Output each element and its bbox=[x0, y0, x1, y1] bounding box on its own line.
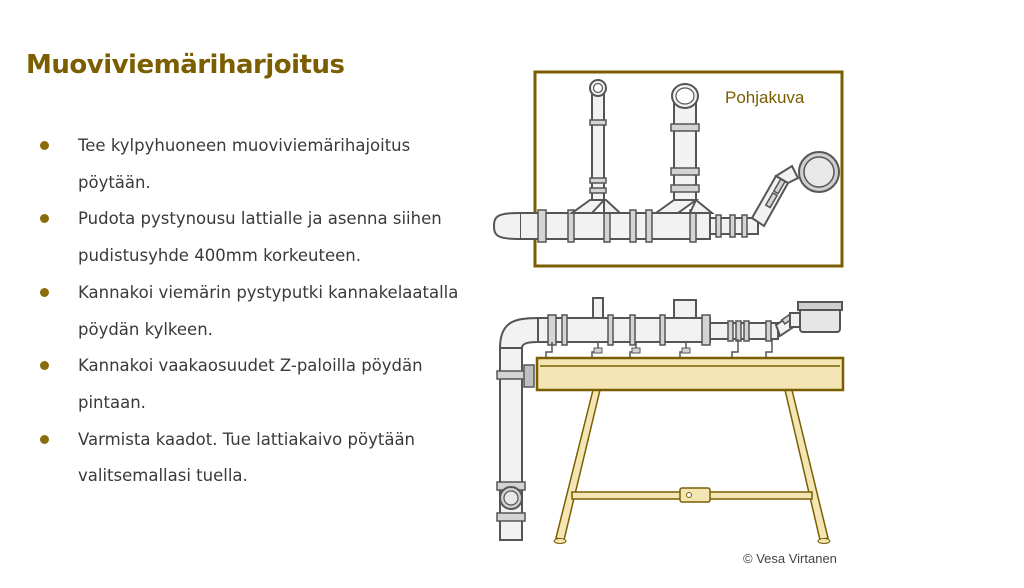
plan-left-elbow bbox=[492, 212, 521, 240]
table-foot bbox=[817, 538, 831, 544]
plan-coupling bbox=[589, 187, 607, 194]
stretcher-bolt bbox=[686, 492, 692, 498]
stretcher-bracket bbox=[679, 487, 711, 503]
bullet-dot-icon bbox=[40, 141, 49, 150]
plan-left-riser-opening bbox=[592, 82, 604, 94]
plan-right-branch-gusset bbox=[688, 198, 715, 214]
pipe-coupling bbox=[629, 314, 636, 346]
plan-coupling bbox=[764, 191, 779, 209]
pipe-coupling bbox=[743, 320, 750, 342]
bullet-dot-icon bbox=[40, 214, 49, 224]
wall-clamp bbox=[523, 364, 535, 388]
plan-coupling bbox=[603, 209, 611, 243]
table-leg-right bbox=[784, 389, 829, 541]
plan-coupling bbox=[589, 119, 607, 126]
slide-title: Muoviviemäriharjoitus bbox=[26, 50, 345, 80]
plan-left-branch bbox=[568, 199, 607, 214]
plan-right-branch bbox=[652, 199, 700, 214]
bullet-dot-icon bbox=[40, 287, 49, 297]
floor-drain-rim bbox=[797, 301, 843, 311]
z-bracket-head bbox=[681, 347, 691, 354]
z-bracket-heads bbox=[593, 347, 691, 354]
pipe-coupling bbox=[765, 320, 772, 342]
plan-right-riser-opening bbox=[675, 87, 695, 105]
z-bracket-head bbox=[631, 347, 641, 354]
bullet-dot-icon bbox=[40, 361, 49, 371]
copyright-text: © Vesa Virtanen bbox=[743, 551, 837, 566]
floor-drain-outlet bbox=[789, 312, 801, 328]
bullet-dot-icon bbox=[40, 434, 49, 444]
plan-coupling bbox=[537, 209, 547, 243]
bullet-item: Tee kylpyhuoneen muoviviemärihajoitus pö… bbox=[40, 128, 480, 201]
plan-coupling bbox=[589, 177, 607, 184]
plan-coupling bbox=[670, 167, 700, 176]
plan-drain-elbow bbox=[774, 164, 800, 185]
plan-coupling bbox=[670, 184, 700, 193]
plan-coupling bbox=[741, 214, 748, 238]
z-bracket bbox=[765, 339, 773, 358]
plan-label: Pohjakuva bbox=[725, 88, 805, 107]
plan-coupling bbox=[629, 209, 637, 243]
bullet-text: Pudota pystynousu lattialle ja asenna si… bbox=[78, 209, 442, 266]
pipe-coupling bbox=[701, 314, 711, 346]
z-bracket bbox=[545, 342, 553, 358]
z-bracket-head bbox=[593, 347, 603, 354]
plan-coupling bbox=[715, 214, 722, 238]
bullet-text: Tee kylpyhuoneen muoviviemärihajoitus pö… bbox=[78, 136, 411, 192]
plan-coupling bbox=[645, 209, 653, 243]
pipe-diagram-illustration: Pohjakuva bbox=[492, 70, 845, 544]
drop-coupling bbox=[496, 512, 526, 522]
drop-coupling bbox=[496, 370, 526, 380]
z-bracket bbox=[731, 339, 739, 358]
riser-stub-large bbox=[673, 299, 697, 319]
cleanout-cap bbox=[503, 490, 519, 506]
bullet-item: Pudota pystynousu lattialle ja asenna si… bbox=[40, 201, 480, 274]
plan-floor-drain-grate bbox=[803, 156, 835, 188]
bullet-text: Kannakoi vaakaosuudet Z-paloilla pöydän … bbox=[78, 356, 423, 412]
bullet-item: Varmista kaadot. Tue lattiakaivo pöytään… bbox=[40, 422, 480, 495]
plan-coupling bbox=[567, 209, 575, 243]
bullet-item: Kannakoi viemärin pystyputki kannakelaat… bbox=[40, 275, 480, 348]
pipe-coupling bbox=[561, 314, 568, 346]
top-elbow bbox=[498, 316, 539, 349]
pipe-coupling bbox=[659, 314, 666, 346]
plan-view: Pohjakuva bbox=[492, 70, 844, 268]
pipe-coupling bbox=[735, 320, 742, 342]
pipe-coupling bbox=[547, 314, 557, 346]
bullet-item: Kannakoi vaakaosuudet Z-paloilla pöydän … bbox=[40, 348, 480, 421]
pipe-coupling bbox=[607, 314, 614, 346]
elevation-view bbox=[496, 297, 845, 544]
plan-coupling bbox=[689, 209, 697, 243]
plan-left-branch-gusset bbox=[603, 199, 623, 214]
pipe-coupling bbox=[727, 320, 734, 342]
table-foot bbox=[553, 538, 567, 544]
plan-main-pipe bbox=[519, 212, 711, 240]
plan-coupling bbox=[670, 123, 700, 132]
tabletop bbox=[535, 356, 845, 392]
riser-stub-small bbox=[592, 297, 604, 319]
bullet-text: Kannakoi viemärin pystyputki kannakelaat… bbox=[78, 282, 459, 339]
plan-coupling bbox=[729, 214, 736, 238]
table-leg-left bbox=[555, 389, 601, 541]
bullet-text: Varmista kaadot. Tue lattiakaivo pöytään… bbox=[78, 429, 416, 486]
z-brackets bbox=[545, 339, 773, 358]
bullet-list: Tee kylpyhuoneen muoviviemärihajoitus pö… bbox=[40, 128, 480, 495]
